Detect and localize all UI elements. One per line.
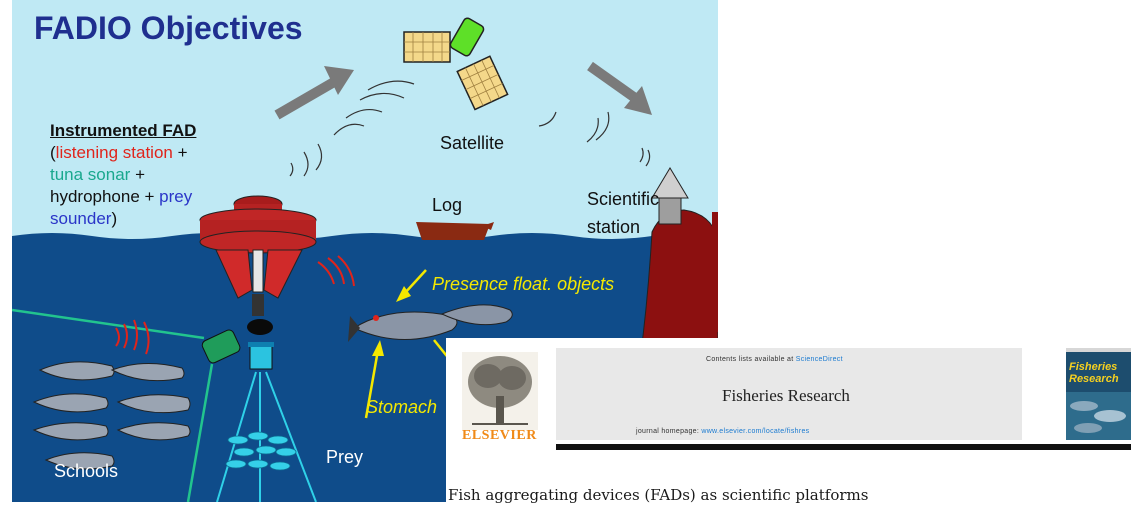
log-icon	[416, 222, 490, 240]
downlink-arrow	[587, 61, 641, 105]
elsevier-wordmark: ELSEVIER	[462, 428, 537, 443]
cover-title-2: Research	[1069, 373, 1119, 385]
station-label: station	[587, 217, 641, 237]
journal-homepage: journal homepage: www.elsevier.com/locat…	[636, 428, 809, 435]
homepage-label: journal homepage:	[636, 428, 700, 435]
instrumented-fad-heading: Instrumented FAD	[50, 121, 197, 140]
fad-buoy-icon	[199, 195, 317, 370]
downlink-arrow-head	[624, 86, 652, 115]
presence-float-objects-label: Presence float. objects	[432, 274, 615, 294]
tuna-sonar-text: tuna sonar	[50, 165, 131, 184]
cover-fish-image	[1066, 392, 1131, 440]
hydrophone-text: hydrophone +	[50, 187, 160, 206]
presence-arrow	[403, 269, 427, 295]
prey-label: Prey	[326, 447, 364, 467]
sky-background	[12, 0, 718, 240]
listening-station-text: listening station	[55, 143, 173, 162]
acoustic-waves-icon	[115, 255, 355, 355]
satellite-icon	[403, 17, 509, 111]
stomach-label: Stomach	[366, 397, 438, 417]
plus-2: +	[130, 165, 145, 184]
cover-title-1: Fisheries	[1069, 361, 1118, 373]
satellite-label: Satellite	[440, 133, 505, 153]
header-rule	[556, 444, 1131, 450]
log-label: Log	[432, 195, 463, 215]
tuna-icon	[348, 304, 513, 342]
journal-header-box	[556, 348, 1022, 440]
schools-label: Schools	[54, 461, 119, 481]
prey-fish-icon	[225, 431, 297, 471]
article-title: Fish aggregating devices (FADs) as scien…	[448, 486, 869, 504]
plus-1: +	[172, 143, 188, 162]
prey-text: prey	[159, 187, 193, 206]
journal-cover: Fisheries Research	[1066, 348, 1131, 440]
uplink-arrow	[274, 77, 337, 120]
tuna-school-icon	[32, 361, 191, 470]
paren-open: (	[50, 143, 56, 162]
scientific-label: Scientific	[587, 189, 660, 209]
sounder-text: sounder	[50, 209, 112, 228]
instrumented-fad-legend: Instrumented FAD (listening station + tu…	[50, 120, 196, 230]
slide-title: FADIO Objectives	[34, 10, 303, 46]
radio-waves-icon	[289, 80, 651, 177]
contents-line: Contents lists available at ScienceDirec…	[706, 356, 843, 363]
uplink-arrow-head	[324, 66, 354, 95]
sciencedirect-link[interactable]: ScienceDirect	[795, 356, 843, 363]
journal-article-header: ELSEVIER Contents lists available at Sci…	[446, 338, 1131, 508]
paren-close: )	[111, 209, 118, 228]
elsevier-tree-icon	[462, 352, 538, 430]
homepage-url[interactable]: www.elsevier.com/locate/fishres	[701, 428, 810, 435]
contents-text: Contents lists available at	[706, 356, 794, 363]
stomach-arrow	[364, 349, 380, 419]
journal-name: Fisheries Research	[722, 386, 850, 405]
elsevier-logo: ELSEVIER	[462, 352, 538, 444]
